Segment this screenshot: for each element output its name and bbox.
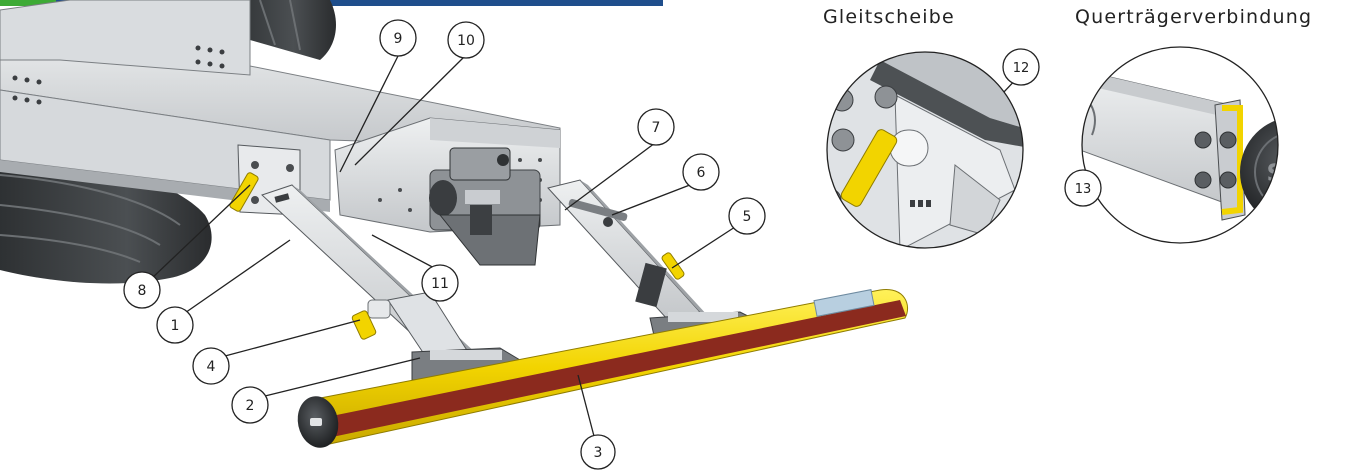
svg-text:6: 6: [697, 165, 706, 181]
support-arm-left: [229, 172, 521, 381]
callout-6: 6: [682, 153, 720, 191]
svg-text:11: 11: [431, 276, 449, 292]
callouts: 9 10 7 6 5 11 8 1 4 2 3 12 13: [123, 19, 1102, 470]
svg-text:2: 2: [246, 398, 255, 414]
underride-bar: [297, 289, 909, 448]
svg-text:4: 4: [207, 359, 216, 375]
callout-9: 9: [379, 19, 417, 57]
support-arm-right: [547, 179, 761, 341]
trailer-coupling: [429, 147, 541, 266]
svg-text:1: 1: [171, 318, 180, 334]
callout-3: 3: [580, 434, 616, 470]
callout-11: 11: [421, 264, 459, 302]
svg-text:3: 3: [594, 445, 603, 461]
header-brand-bar: [56, 0, 663, 6]
latch-handle-right: [661, 252, 685, 280]
svg-text:10: 10: [457, 33, 475, 49]
latch-handle-left: [351, 310, 377, 340]
truck-chassis: [0, 0, 561, 284]
svg-text:5: 5: [743, 209, 752, 225]
callout-12: 12: [1002, 48, 1040, 86]
svg-text:7: 7: [652, 120, 661, 136]
detail-circle-quertraegerverbindung: SDG: [1081, 46, 1324, 244]
end-cap-logo: [1240, 117, 1278, 227]
callout-7: 7: [637, 108, 675, 146]
svg-text:9: 9: [394, 31, 403, 47]
callout-8: 8: [123, 271, 161, 309]
callout-5: 5: [728, 197, 766, 235]
svg-text:8: 8: [138, 283, 147, 299]
callout-2: 2: [231, 386, 269, 424]
detail-circle-gleitscheibe: [826, 51, 1024, 249]
callout-4: 4: [192, 347, 230, 385]
header-accent-bar: [0, 0, 56, 6]
callout-1: 1: [156, 306, 194, 344]
callout-10: 10: [447, 21, 485, 59]
detail-title-gleitscheibe: Gleitscheibe: [823, 6, 955, 28]
svg-text:12: 12: [1013, 61, 1030, 76]
sdg-logo-text: SDG: [1267, 159, 1324, 187]
detail-title-quertraegerverbindung: Querträgerverbindung: [1075, 6, 1313, 28]
latch-handle-upper: [229, 172, 259, 212]
callout-13: 13: [1064, 169, 1102, 207]
svg-text:13: 13: [1075, 182, 1092, 197]
